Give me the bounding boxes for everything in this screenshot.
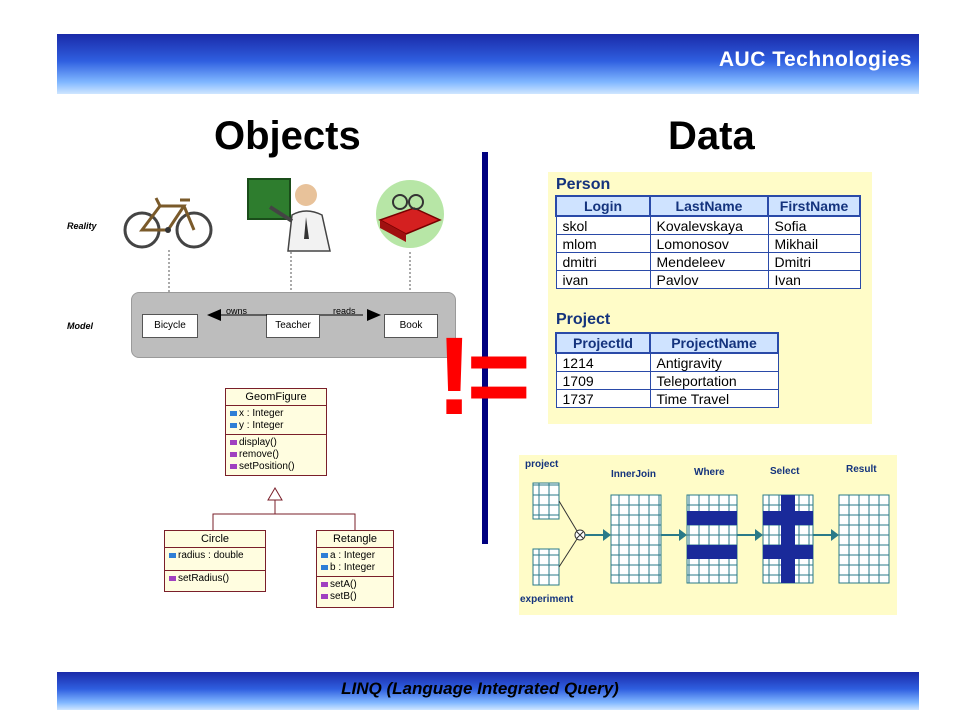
table-cell: Mikhail bbox=[767, 234, 861, 253]
table-header-row: Login LastName FirstName bbox=[555, 195, 861, 217]
table-cell: Lomonosov bbox=[649, 234, 769, 253]
data-heading: Data bbox=[668, 114, 755, 158]
model-bicycle-box: Bicycle bbox=[142, 314, 198, 338]
model-teacher-box: Teacher bbox=[266, 314, 320, 338]
column-header: LastName bbox=[649, 195, 769, 217]
bicycle-icon bbox=[123, 197, 213, 249]
uml-retangle: Retangle a : Integer b : Integer setA() … bbox=[316, 530, 394, 608]
header-band bbox=[57, 34, 919, 94]
uml-field: a : Integer bbox=[330, 550, 376, 561]
person-title: Person bbox=[556, 176, 611, 193]
table-row: 1737 Time Travel bbox=[555, 389, 779, 408]
table-cell: 1214 bbox=[555, 352, 651, 372]
table-cell: dmitri bbox=[555, 252, 651, 271]
table-row: 1214 Antigravity bbox=[555, 352, 779, 372]
table-cell: Kovalevskaya bbox=[649, 215, 769, 235]
table-cell: Teleportation bbox=[649, 371, 779, 390]
method-icon bbox=[230, 439, 237, 445]
method-icon bbox=[321, 581, 328, 587]
flow-label-project: project bbox=[525, 459, 559, 470]
uml-method: setPosition() bbox=[239, 461, 295, 472]
table-cell: Mendeleev bbox=[649, 252, 769, 271]
flow-label-where: Where bbox=[694, 467, 725, 478]
teacher-icon bbox=[247, 178, 331, 252]
table-cell: Time Travel bbox=[649, 389, 779, 408]
not-equal-sign: != bbox=[436, 315, 531, 438]
table-cell: Pavlov bbox=[649, 270, 769, 289]
footer-band bbox=[57, 672, 919, 710]
method-icon bbox=[230, 451, 237, 457]
linq-flow-diagram bbox=[532, 482, 890, 586]
table-header-row: ProjectId ProjectName bbox=[555, 332, 779, 354]
reality-label: Reality bbox=[67, 221, 97, 231]
uml-method: remove() bbox=[239, 449, 280, 460]
uml-retangle-name: Retangle bbox=[317, 531, 393, 548]
uml-field: b : Integer bbox=[330, 562, 376, 573]
relation-arrows bbox=[207, 309, 381, 321]
method-icon bbox=[321, 593, 328, 599]
table-cell: Dmitri bbox=[767, 252, 861, 271]
uml-field: y : Integer bbox=[239, 420, 284, 431]
table-cell: 1709 bbox=[555, 371, 651, 390]
table-cell: skol bbox=[555, 215, 651, 235]
column-header: ProjectId bbox=[555, 332, 651, 354]
table-cell: Sofia bbox=[767, 215, 861, 235]
method-icon bbox=[230, 463, 237, 469]
table-cell: ivan bbox=[555, 270, 651, 289]
uml-method: setA() bbox=[330, 579, 357, 590]
column-header: FirstName bbox=[767, 195, 861, 217]
uml-geomfigure-name: GeomFigure bbox=[226, 389, 326, 406]
uml-field: x : Integer bbox=[239, 408, 284, 419]
flow-label-innerjoin: InnerJoin bbox=[611, 469, 657, 480]
column-header: Login bbox=[555, 195, 651, 217]
footer-title: LINQ (Language Integrated Query) bbox=[341, 679, 619, 698]
column-header: ProjectName bbox=[649, 332, 779, 354]
field-icon bbox=[321, 552, 328, 558]
flow-label-select: Select bbox=[770, 466, 800, 477]
book-icon bbox=[376, 180, 444, 248]
flow-label-result: Result bbox=[846, 464, 877, 475]
company-name: AUC Technologies bbox=[718, 48, 912, 71]
model-label: Model bbox=[67, 321, 93, 331]
field-icon bbox=[230, 422, 237, 428]
uml-circle-name: Circle bbox=[165, 531, 265, 548]
method-icon bbox=[169, 575, 176, 581]
uml-method: display() bbox=[239, 437, 277, 448]
project-title: Project bbox=[556, 311, 611, 328]
uml-method: setB() bbox=[330, 591, 357, 602]
table-row: 1709 Teleportation bbox=[555, 371, 779, 390]
model-book-box: Book bbox=[384, 314, 438, 338]
uml-geomfigure: GeomFigure x : Integer y : Integer displ… bbox=[225, 388, 327, 476]
uml-circle: Circle radius : double setRadius() bbox=[164, 530, 266, 592]
project-table: ProjectId ProjectName 1214 Antigravity 1… bbox=[555, 332, 779, 408]
table-row: dmitri Mendeleev Dmitri bbox=[555, 252, 861, 271]
objects-heading: Objects bbox=[214, 114, 361, 158]
uml-field: radius : double bbox=[178, 550, 244, 561]
relation-owns: owns bbox=[226, 306, 248, 316]
uml-method: setRadius() bbox=[178, 573, 230, 584]
table-row: mlom Lomonosov Mikhail bbox=[555, 234, 861, 253]
person-table: Login LastName FirstName skol Kovalevska… bbox=[555, 195, 861, 289]
table-cell: 1737 bbox=[555, 389, 651, 408]
table-cell: Ivan bbox=[767, 270, 861, 289]
field-icon bbox=[321, 564, 328, 570]
center-divider bbox=[482, 152, 488, 544]
table-cell: Antigravity bbox=[649, 352, 779, 372]
table-row: ivan Pavlov Ivan bbox=[555, 270, 861, 289]
table-cell: mlom bbox=[555, 234, 651, 253]
table-row: skol Kovalevskaya Sofia bbox=[555, 215, 861, 235]
flow-label-experiment: experiment bbox=[520, 594, 574, 605]
field-icon bbox=[230, 410, 237, 416]
relation-reads: reads bbox=[333, 306, 356, 316]
field-icon bbox=[169, 552, 176, 558]
